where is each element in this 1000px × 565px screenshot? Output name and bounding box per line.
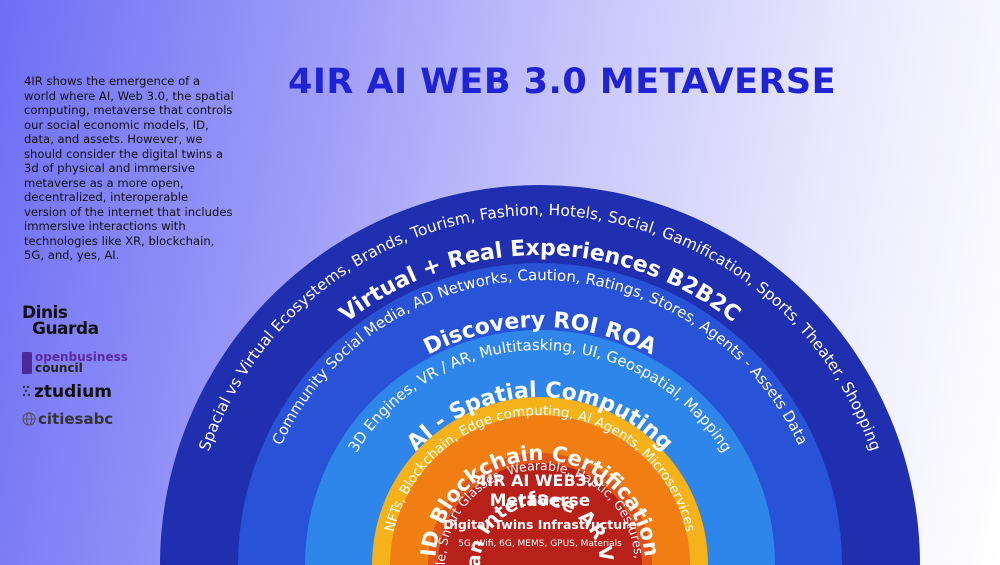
page-title: 4IR AI WEB 3.0 METAVERSE [288, 62, 837, 102]
openbusinesscouncil-logo: openbusiness council [22, 350, 128, 375]
obc-logo-line1: openbusiness [35, 350, 128, 364]
intro-paragraph: 4IR shows the emergence of a world where… [24, 74, 234, 262]
core-line2: Metaverse [490, 491, 591, 511]
core-line4: 5G, Wifi, 6G, MEMS, GPUS, Materials [458, 539, 622, 549]
ztudium-logo-text: ztudium [34, 382, 112, 402]
obc-logo-line2: council [35, 361, 83, 375]
dinis-logo-line1: Dinis [22, 303, 68, 323]
core-line3: Digital Twins Infrastructure [443, 517, 637, 532]
ztudium-mark-icon [22, 385, 31, 397]
dinis-guarda-logo: Dinis Guarda [22, 303, 99, 339]
ztudium-logo: ztudium [22, 382, 112, 402]
obc-mark-icon [22, 352, 32, 374]
dinis-logo-line2: Guarda [32, 319, 99, 339]
core-line1: 4IR AI WEB3.0 [476, 471, 604, 490]
citiesabc-globe-icon [22, 412, 36, 426]
citiesabc-logo-text: citiesabc [38, 410, 114, 428]
ring-core-center [438, 463, 642, 565]
citiesabc-logo: citiesabc [22, 410, 113, 428]
